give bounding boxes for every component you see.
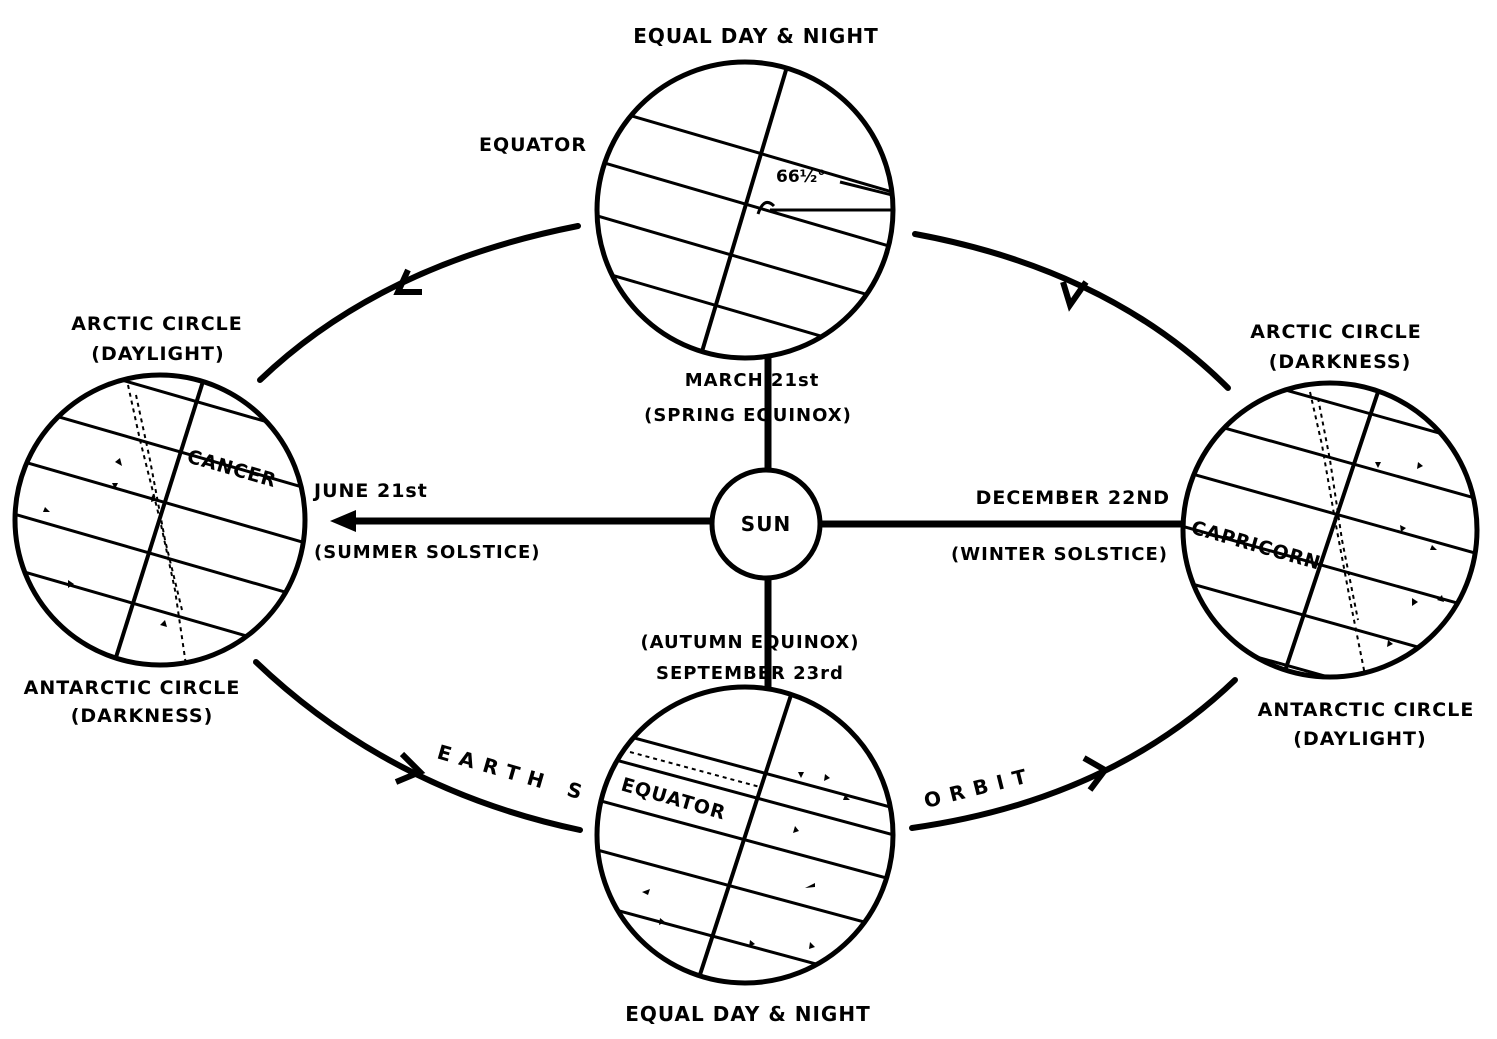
label-winter-solstice: (WINTER SOLSTICE): [951, 544, 1168, 565]
label-left-arctic-circle: ARCTIC CIRCLE: [71, 313, 243, 335]
label-june: JUNE 21st: [312, 480, 428, 502]
label-december: DECEMBER 22ND: [976, 487, 1170, 509]
arrow-head: [330, 510, 356, 532]
label-left-arctic-daylight: (DAYLIGHT): [91, 343, 224, 365]
orbit-arc-top-left: [260, 226, 578, 380]
label-left-antarctic-circle: ANTARCTIC CIRCLE: [24, 677, 241, 699]
label-left-antarctic-darkness: (DARKNESS): [71, 705, 214, 727]
label-top-equal-day-night: EQUAL DAY & NIGHT: [633, 24, 878, 48]
label-right-antarctic-circle: ANTARCTIC CIRCLE: [1258, 699, 1475, 721]
label-september: SEPTEMBER 23rd: [656, 663, 844, 684]
label-autumn-equinox: (AUTUMN EQUINOX): [640, 632, 859, 653]
label-right-arctic-circle: ARCTIC CIRCLE: [1250, 321, 1422, 343]
globe-march: [560, 50, 920, 420]
label-right-antarctic-daylight: (DAYLIGHT): [1293, 728, 1426, 750]
label-earths-orbit-left: EARTH S: [435, 740, 594, 807]
label-bottom-equal-day-night: EQUAL DAY & NIGHT: [625, 1002, 870, 1026]
orbit-arc-bottom-left: [256, 662, 580, 830]
sun-label: SUN: [741, 512, 791, 536]
label-summer-solstice: (SUMMER SOLSTICE): [314, 542, 540, 563]
label-top-equator: EQUATOR: [479, 134, 587, 156]
label-right-arctic-darkness: (DARKNESS): [1269, 351, 1412, 373]
label-march: MARCH 21st: [685, 370, 820, 391]
orbit-arc-bottom-right: [912, 680, 1235, 828]
orbit-arc-top-right: [915, 234, 1228, 388]
globe-september: [560, 687, 920, 992]
label-spring-equinox: (SPRING EQUINOX): [644, 405, 852, 426]
label-axial-angle: 66½°: [776, 167, 826, 187]
globe-june: [0, 345, 330, 670]
